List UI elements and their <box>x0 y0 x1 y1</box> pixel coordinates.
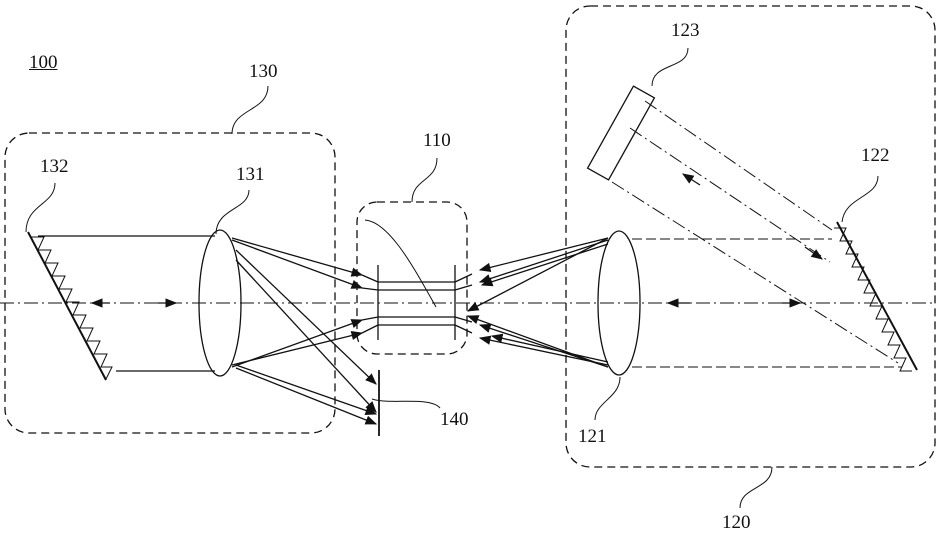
leader-122 <box>842 176 878 222</box>
mirror-beam-2 <box>630 128 830 262</box>
leader-123 <box>652 48 688 86</box>
leader-131 <box>216 190 249 234</box>
mirror-beam-arrow-1 <box>683 174 700 185</box>
ray-131-slit-1 <box>232 238 362 275</box>
output-grating <box>28 232 112 380</box>
label-input-module: 120 <box>722 513 751 532</box>
leader-130 <box>232 86 268 134</box>
ray-cross-4 <box>492 336 608 362</box>
leader-140 <box>372 399 440 408</box>
label-output-module: 130 <box>249 62 278 81</box>
ray-121-slit-2 <box>480 240 608 282</box>
label-system: 100 <box>29 53 58 72</box>
label-output-grating: 132 <box>40 157 69 176</box>
ray-131-det-1 <box>236 250 376 384</box>
mirror-beam-3 <box>612 182 898 363</box>
label-slit-module: 110 <box>423 131 451 150</box>
ray-131-det-4 <box>236 368 376 424</box>
ray-131-slit-4 <box>232 333 362 365</box>
label-detector: 140 <box>440 410 469 429</box>
leader-110 <box>412 158 437 202</box>
mirror-beam-1 <box>645 101 832 230</box>
label-input-mirror: 123 <box>671 21 700 40</box>
input-module-box <box>566 6 935 467</box>
ray-cross-1 <box>468 238 608 311</box>
label-input-grating: 122 <box>861 146 890 165</box>
input-mirror <box>588 86 655 180</box>
mirror-beam-arrow-2 <box>805 247 822 259</box>
input-grating <box>834 222 917 371</box>
ray-121-slit-4 <box>480 338 608 365</box>
leader-120 <box>740 467 772 508</box>
label-input-lens: 121 <box>578 427 607 446</box>
slit-module-box <box>357 202 467 354</box>
leader-132 <box>26 183 55 232</box>
ray-cross-2 <box>468 316 608 367</box>
leader-121 <box>595 377 620 420</box>
leader-110-inner <box>365 220 436 307</box>
label-output-lens: 131 <box>236 165 265 184</box>
